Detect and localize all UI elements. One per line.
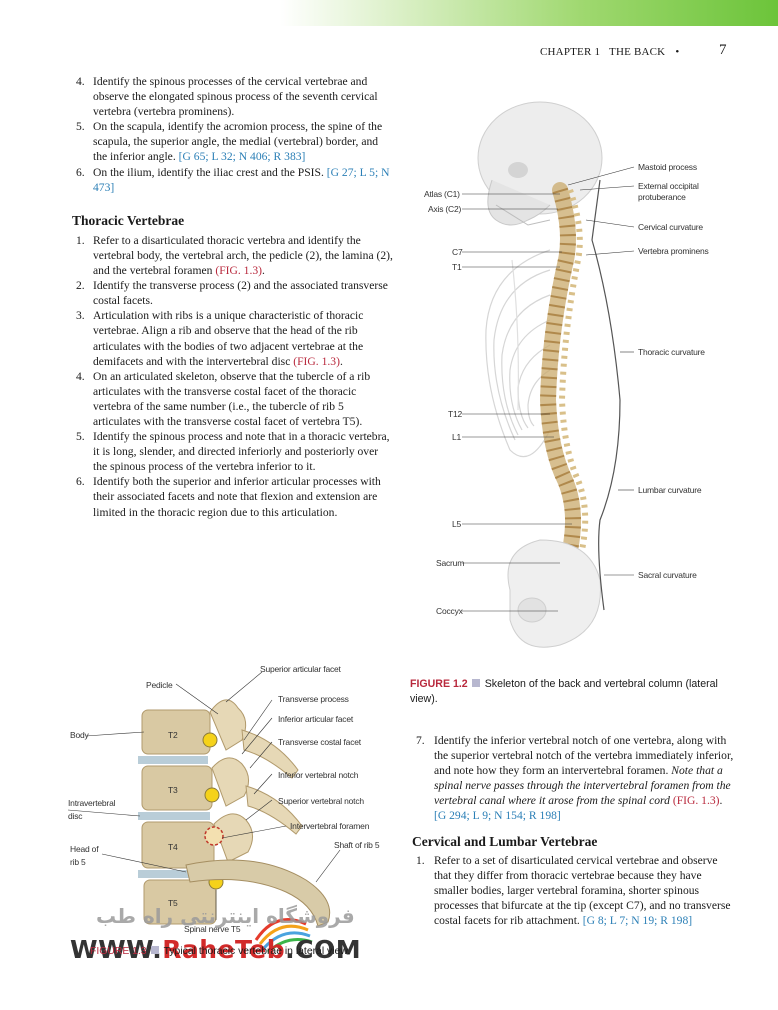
atlas-reference: [G 65; L 32; N 406; R 383] [178,150,306,164]
label-shaft-of-rib: Shaft of rib 5 [334,840,380,850]
label-spinal-nerve: Spinal nerve T5 [184,924,241,934]
label-head-of-rib-1: Head of [70,844,99,854]
figure-tag: FIGURE 1.2 [410,678,468,690]
label-c7: C7 [452,247,463,257]
figure-tag: FIGURE 1.3 [90,946,147,957]
label-l1: L1 [452,432,462,442]
label-transverse-process: Transverse process [278,694,349,704]
watermark-persian-text: فروشگاه اینترنتی راه طب [96,904,355,928]
list-item: 4.Identify the spinous processes of the … [76,75,378,119]
leader-lines [67,671,341,920]
skull-illustration [477,101,603,226]
section-heading-cervical-lumbar: Cervical and Lumbar Vertebrae [412,833,598,849]
label-inferior-articular-facet: Inferior articular facet [278,714,354,724]
page-number: 7 [719,42,727,58]
label-vertebra-prominens: Vertebra prominens [638,246,709,256]
label-l5: L5 [452,519,462,529]
label-thoracic-curvature: Thoracic curvature [638,347,705,357]
procedure-list-continued: 4.Identify the spinous processes of the … [72,74,394,195]
label-coccyx: Coccyx [436,606,464,616]
figure-reference-link[interactable]: (FIG. 1.3) [215,264,263,278]
list-item: 2.Identify the transverse process (2) an… [76,279,388,308]
list-item: 6.Identify both the superior and inferio… [76,475,381,519]
leader-lines [462,166,635,612]
procedure-list-item-7: 7.Identify the inferior vertebral notch … [412,733,734,824]
label-sacral-curvature: Sacral curvature [638,570,697,580]
label-t5: T5 [168,898,178,908]
clinical-note: Note that a spinal nerve passes through … [434,764,731,808]
label-intravertebral-disc-1: Intravertebral [68,798,116,808]
label-mastoid-process: Mastoid process [638,162,697,172]
figure-reference-link[interactable]: (FIG. 1.3) [293,354,340,368]
list-item: 5.On the scapula, identify the acromion … [76,120,383,164]
label-t12: T12 [448,409,463,419]
facet-highlight-t3 [204,787,220,803]
list-item: 3.Articulation with ribs is a unique cha… [76,309,364,368]
caption-square-icon [150,946,159,954]
atlas-reference: [G 27; L 5; N 473] [93,165,390,194]
label-superior-articular-facet: Superior articular facet [260,664,342,674]
atlas-reference: [G 8; L 7; N 19; R 198] [582,914,693,928]
label-head-of-rib-2: rib 5 [70,857,86,867]
label-t3: T3 [168,785,178,795]
list-item: 4.On an articulated skeleton, observe th… [76,369,371,428]
label-pedicle: Pedicle [146,680,173,690]
atlas-reference: [G 294; L 9; N 154; R 198] [434,809,561,823]
label-t1: T1 [452,262,462,272]
label-cervical-curvature: Cervical curvature [638,222,703,232]
label-intravertebral-disc-2: disc [68,811,83,821]
label-intervertebral-foramen: Intervertebral foramen [290,821,370,831]
pelvis-illustration [507,539,601,648]
back-contour-line [591,179,621,611]
caption-square-icon [471,679,480,687]
chapter-label: CHAPTER 1 [540,46,601,58]
cervical-lumbar-list: 1.Refer to a set of disarticulated cervi… [412,853,734,928]
label-superior-vertebral-notch: Superior vertebral notch [278,796,364,806]
figure-1-2-skeleton: Mastoid process External occipital protu… [424,101,709,648]
label-sacrum: Sacrum [436,558,464,568]
list-item: 1.Refer to a disarticulated thoracic ver… [76,233,393,278]
label-transverse-costal-facet: Transverse costal facet [278,737,362,747]
list-item: 5.Identify the spinous process and note … [76,430,390,474]
list-item: 1.Refer to a set of disarticulated cervi… [416,853,731,928]
vertebral-bodies-illustration [138,709,217,925]
rib-5-illustration [185,859,331,927]
label-atlas: Atlas (C1) [424,189,460,199]
figure-1-3-thoracic-vertebrae: Superior articular facet Pedicle Transve… [67,664,380,934]
top-color-band [0,0,778,26]
label-body: Body [70,730,90,740]
watermark-url: WWW.RaheTeb.COM [70,935,362,964]
bullet-separator: • [675,46,680,58]
facet-highlight-t2 [202,732,218,748]
figure-reference-link[interactable]: (FIG. 1.3) [672,794,720,808]
thoracic-procedure-list: 1.Refer to a disarticulated thoracic ver… [72,233,394,520]
rib-cage-illustration [485,249,551,458]
section-label: THE BACK [609,46,666,58]
left-column: 4.Identify the spinous processes of the … [72,74,394,520]
label-lumbar-curvature: Lumbar curvature [638,485,702,495]
running-head: CHAPTER 1 THE BACK • [540,46,691,58]
intervertebral-foramen-marker [204,826,224,846]
label-external-occipital-2: protuberance [638,192,686,202]
label-t4: T4 [168,842,178,852]
label-external-occipital-1: External occipital [638,181,699,191]
label-inferior-vertebral-notch: Inferior vertebral notch [278,770,359,780]
list-item: 6.On the ilium, identify the iliac crest… [76,165,390,194]
section-heading-thoracic: Thoracic Vertebrae [72,212,185,228]
label-t2: T2 [168,730,178,740]
watermark-logo-graphic [254,918,313,954]
label-axis: Axis (C2) [428,204,462,214]
list-item: 7.Identify the inferior vertebral notch … [416,734,734,823]
right-column: 7.Identify the inferior vertebral notch … [412,733,734,928]
posterior-elements-illustration [209,699,303,863]
